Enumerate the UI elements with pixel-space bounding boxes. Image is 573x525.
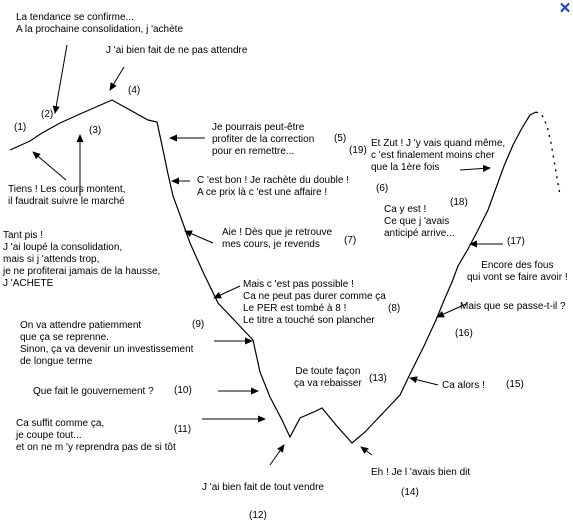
arrow-7 <box>184 230 214 244</box>
annotation-3: Tiens ! Les cours montent, il faudrait s… <box>8 184 126 207</box>
annotation-14: Eh ! Je l 'avais bien dit <box>371 467 471 478</box>
phase-number: (8) <box>388 303 401 314</box>
annotation-7: Aie ! Dès que je retrouve mes cours, je … <box>222 227 333 250</box>
phase-number: (10) <box>174 385 192 396</box>
phase-number: (15) <box>506 379 524 390</box>
phase-number: (6) <box>376 183 389 194</box>
annotation-19: Et Zut ! J 'y vais quand même, c 'est fi… <box>371 138 506 173</box>
phase-number: (13) <box>369 373 387 384</box>
annotation-4: J 'ai bien fait de ne pas attendre <box>106 45 248 56</box>
annotation-16: Mais que se passe-t-il ? <box>460 301 566 312</box>
phase-number: (5) <box>334 133 347 144</box>
annotation-6: C 'est bon ! Je rachète du double ! A ce… <box>197 175 350 198</box>
phase-number: (3) <box>89 125 102 136</box>
phase-number: (16) <box>455 328 473 339</box>
arrow-19 <box>459 164 491 172</box>
price-line <box>9 99 537 444</box>
price-line-projection <box>535 111 561 196</box>
annotation-tant-pis: Tant pis ! J 'ai loupé la consolidation,… <box>3 230 161 289</box>
phase-number: (14) <box>401 487 419 498</box>
arrow-2 <box>52 44 68 114</box>
annotation-11: Ca suffit comme ça, je coupe tout... et … <box>16 418 176 453</box>
arrow-12 <box>269 444 285 466</box>
phase-number: (19) <box>349 145 367 156</box>
arrow-16 <box>436 303 467 318</box>
arrow-14 <box>360 446 373 456</box>
phase-number: (11) <box>174 424 192 435</box>
phase-number: (7) <box>344 235 357 246</box>
annotation-8: Mais c 'est pas possible ! Ca ne peut pa… <box>243 279 386 326</box>
arrow-tiens <box>32 151 67 181</box>
phase-number: (2) <box>41 109 54 120</box>
phase-number: (1) <box>14 122 27 133</box>
phase-number: (18) <box>450 197 468 208</box>
phase-number: (17) <box>507 236 525 247</box>
annotation-18: Ca y est ! Ce que j 'avais anticipé arri… <box>384 204 455 239</box>
phase-number: (9) <box>192 319 205 330</box>
annotation-9: On va attendre patiemment que ça se repr… <box>20 320 194 367</box>
annotation-5: Je pourrais peut-être profiter de la cor… <box>212 122 315 157</box>
annotation-2: La tendance se confirme... A la prochain… <box>16 12 184 35</box>
annotation-15: Ca alors ! <box>442 380 485 391</box>
annotation-17: Encore des fous qui vont se faire avoir … <box>467 260 568 283</box>
annotation-12: J 'ai bien fait de tout vendre <box>202 482 324 493</box>
arrow-15 <box>409 376 439 386</box>
arrow-4 <box>109 66 125 91</box>
annotation-10: Que fait le gouvernement ? <box>33 386 154 397</box>
close-icon[interactable]: ✕ <box>558 0 572 17</box>
phase-number: (4) <box>128 85 141 96</box>
annotation-13: De toute façon ça va rebaisser <box>294 366 362 389</box>
phase-number: (12) <box>249 510 267 521</box>
arrow-8 <box>213 285 241 299</box>
